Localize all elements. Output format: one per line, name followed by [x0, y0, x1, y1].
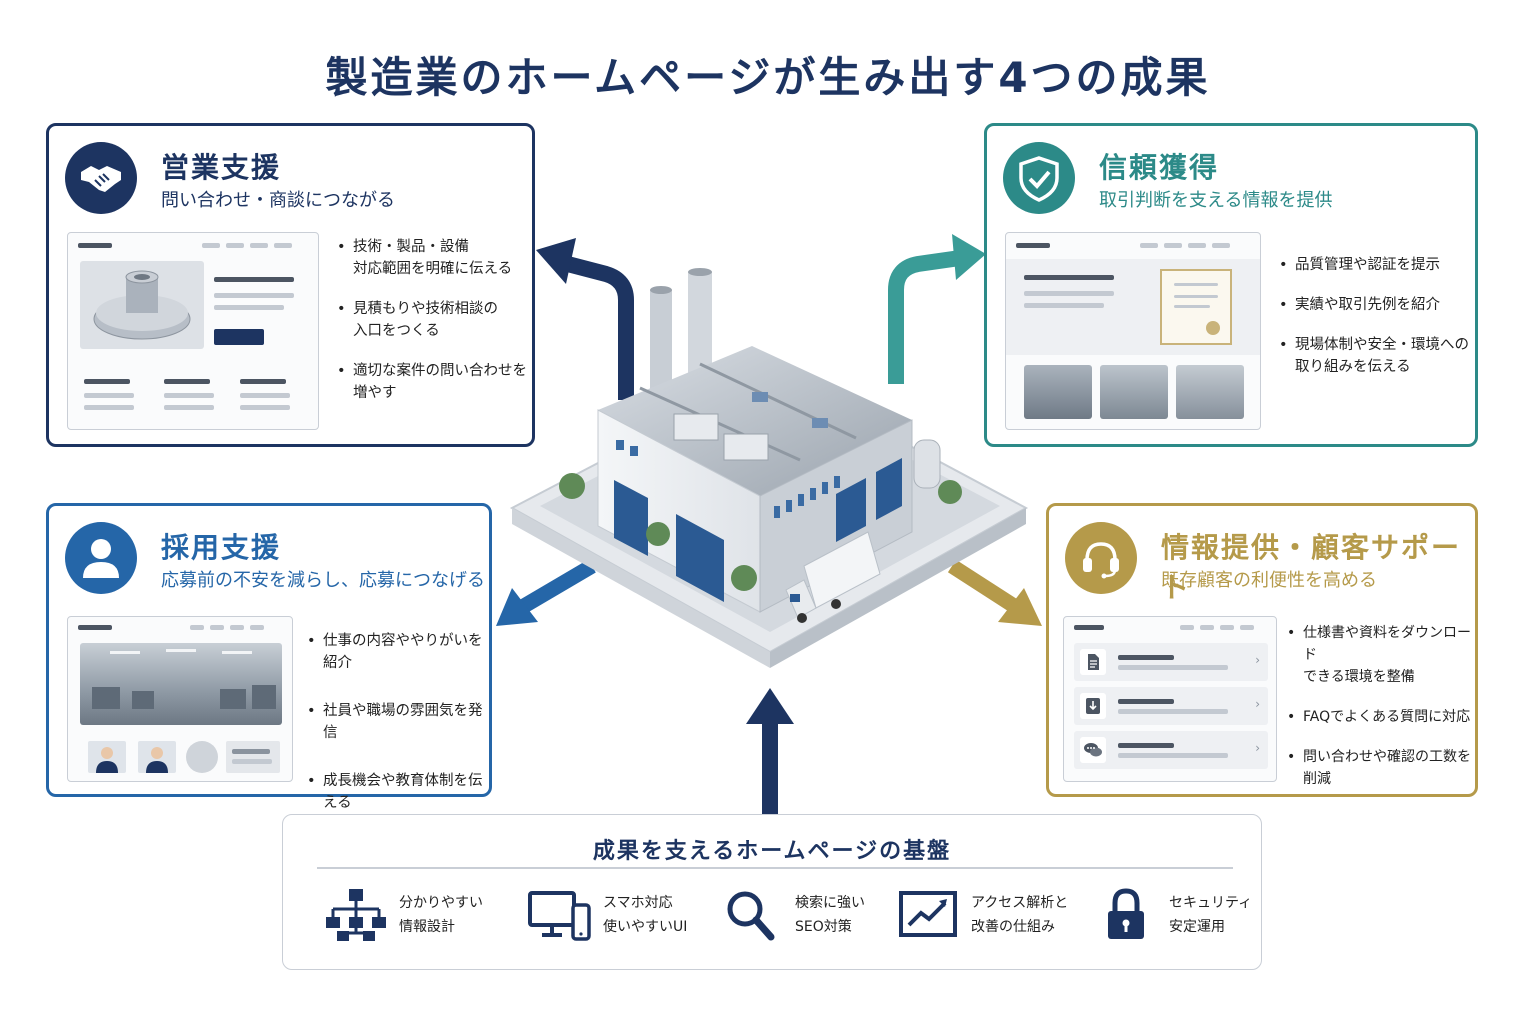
foundation-item: アクセス解析と 改善の仕組み: [895, 887, 1068, 943]
foundation-item: セキュリティ 安定運用: [1093, 887, 1252, 943]
handshake-icon: [65, 142, 137, 214]
foundation-label: 分かりやすい 情報設計: [399, 895, 483, 935]
website-mockup: [1005, 232, 1261, 430]
point-list: 仕事の内容ややりがいを紹介 社員や職場の雰囲気を発信 成長機会や教育体制を伝える: [307, 630, 489, 832]
point-list: 仕様書や資料をダウンロード できる環境を整備 FAQでよくある質問に対応 問い合…: [1287, 622, 1475, 808]
employee-avatar: [138, 741, 176, 773]
analytics-chart-icon: [895, 887, 961, 943]
list-item: 見積もりや技術相談の 入口をつくる: [337, 298, 527, 342]
list-item: 成長機会や教育体制を伝える: [307, 770, 489, 814]
chevron-right-icon: ›: [1255, 653, 1260, 667]
factory-interior-photo: [80, 643, 282, 725]
point-list: 技術・製品・設備 対応範囲を明確に伝える 見積もりや技術相談の 入口をつくる 適…: [337, 236, 527, 422]
website-mockup: [67, 232, 319, 430]
shield-check-icon: [1003, 142, 1075, 214]
download-icon: [1080, 693, 1106, 719]
arrow-to-sales: [536, 238, 634, 400]
chevron-right-icon: ›: [1255, 697, 1260, 711]
card-title: 営業支援: [161, 151, 282, 184]
foundation-label: アクセス解析と 改善の仕組み: [971, 895, 1069, 935]
foundation-item: 分かりやすい 情報設計: [323, 887, 483, 943]
card-subtitle: 既存顧客の利便性を高める: [1161, 570, 1377, 591]
arrow-to-support: [947, 559, 1042, 626]
card-sales-support: 営業支援 問い合わせ・商談につながる 技術・製品・設: [46, 123, 535, 447]
headset-icon: [1065, 522, 1137, 594]
lock-icon: [1093, 887, 1159, 943]
certificate-image: [1160, 269, 1232, 345]
page-title: 製造業のホームページが生み出す4つの成果: [325, 53, 1211, 102]
card-title: 信頼獲得: [1099, 151, 1220, 184]
card-title: 採用支援: [161, 531, 282, 564]
point-list: 品質管理や認証を提示 実績や取引先例を紹介 現場体制や安全・環境への 取り組みを…: [1279, 254, 1469, 396]
foundation-item: 検索に強い SEO対策: [719, 887, 865, 943]
foundation-panel: 成果を支えるホームページの基盤 分かりやすい 情報設計: [282, 814, 1262, 970]
list-item: 問い合わせや確認の工数を 削減: [1287, 746, 1475, 790]
avatar-placeholder: [186, 741, 218, 773]
chevron-right-icon: ›: [1255, 741, 1260, 755]
list-item: 実績や取引先例を紹介: [1279, 294, 1469, 316]
arrow-to-recruit: [496, 559, 596, 626]
document-icon: [1080, 649, 1106, 675]
foundation-item: スマホ対応 使いやすいUI: [527, 887, 687, 943]
factory-floor-photo: [1024, 365, 1092, 419]
chat-bubble-icon: [1080, 737, 1106, 763]
card-trust: 信頼獲得 取引判断を支える情報を提供 品質管理や認証を提示 実績や取引先例を紹介…: [984, 123, 1478, 447]
card-recruitment: 採用支援 応募前の不安を減らし、応募につなげる 仕事の内容ややりがいを紹介 社員…: [46, 503, 492, 811]
machine-photo: [1100, 365, 1168, 419]
foundation-label: 検索に強い SEO対策: [795, 895, 865, 935]
person-icon: [65, 522, 137, 594]
download-list-row: ›: [1074, 687, 1268, 725]
search-icon: [719, 887, 785, 943]
list-item: 現場体制や安全・環境への 取り組みを伝える: [1279, 334, 1469, 378]
list-item: 仕様書や資料をダウンロード できる環境を整備: [1287, 622, 1475, 688]
sitemap-icon: [323, 887, 389, 943]
website-mockup: › › ›: [1063, 616, 1277, 782]
list-item: 社員や職場の雰囲気を発信: [307, 700, 489, 744]
faq-list-row: ›: [1074, 731, 1268, 769]
card-subtitle: 問い合わせ・商談につながる: [161, 190, 395, 211]
foundation-title: 成果を支えるホームページの基盤: [592, 839, 952, 864]
flange-part-image: [80, 261, 204, 349]
document-list-row: ›: [1074, 643, 1268, 681]
list-item: 技術・製品・設備 対応範囲を明確に伝える: [337, 236, 527, 280]
list-item: 仕事の内容ややりがいを紹介: [307, 630, 489, 674]
divider: [317, 867, 1233, 869]
arrow-from-foundation: [746, 688, 794, 814]
list-item: FAQでよくある質問に対応: [1287, 706, 1475, 728]
factory-floor-photo: [1176, 365, 1244, 419]
card-customer-support: 情報提供・顧客サポート 既存顧客の利便性を高める › ›: [1046, 503, 1478, 797]
employee-avatar: [88, 741, 126, 773]
website-mockup: [67, 616, 293, 782]
foundation-label: スマホ対応 使いやすいUI: [603, 895, 688, 935]
foundation-label: セキュリティ 安定運用: [1169, 895, 1253, 935]
devices-icon: [527, 887, 593, 943]
card-subtitle: 取引判断を支える情報を提供: [1099, 190, 1333, 211]
factory-illustration: [509, 268, 1029, 668]
card-subtitle: 応募前の不安を減らし、応募につなげる: [161, 570, 485, 591]
card-title: 情報提供・顧客サポート: [1161, 531, 1462, 604]
arrow-to-trust: [888, 234, 986, 384]
list-item: 適切な案件の問い合わせを 増やす: [337, 360, 527, 404]
list-item: 品質管理や認証を提示: [1279, 254, 1469, 276]
